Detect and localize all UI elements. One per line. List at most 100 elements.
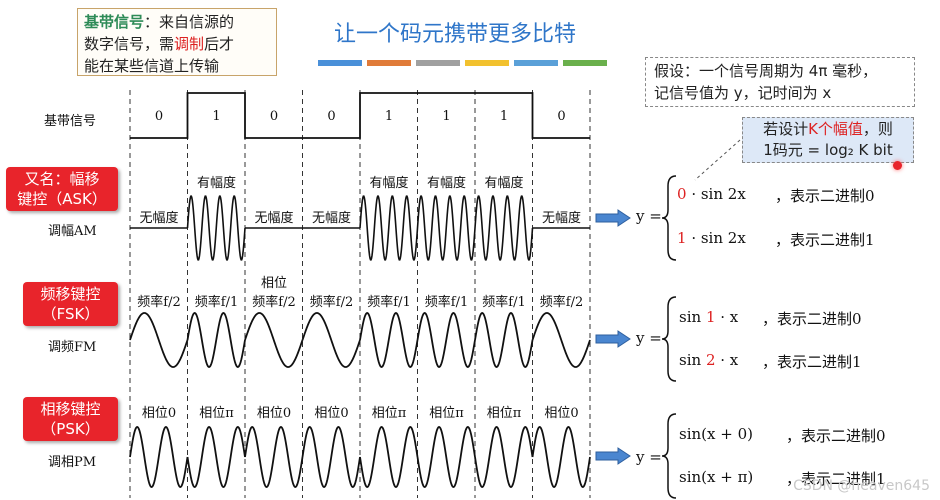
psk-formula-top-note: ，表示二进制0 [786, 427, 886, 445]
fsk-wave [359, 312, 419, 368]
fsk-y-eq: y = [636, 329, 662, 347]
fsk-caption: 频率f/2 [539, 295, 584, 310]
term-baseband: 基带信号 [84, 13, 145, 31]
fsk-wave [531, 312, 591, 368]
note-post: ，则 [862, 120, 893, 138]
note-pre: 若设计 [763, 120, 809, 138]
fsk-top-rest: · x [715, 308, 739, 326]
psk-caption: 相位π [486, 406, 522, 421]
right-arrow-icon [595, 209, 631, 227]
fsk-top-pre: sin [679, 308, 706, 326]
psk-caption: 相位0 [314, 406, 349, 421]
psk-formula-bot: sin(x + π) [679, 468, 754, 486]
page-title: 让一个码元携带更多比特 [333, 22, 576, 47]
psk-caption: 相位0 [544, 406, 579, 421]
psk-wave [359, 426, 419, 488]
ask-caption: 无幅度 [541, 211, 581, 226]
fsk-caption: 频率f/1 [424, 295, 469, 310]
definition-line2-red: 调制 [174, 35, 205, 53]
ask-formula-bot-note: ，表示二进制1 [775, 231, 875, 249]
bit-value: 0 [557, 109, 566, 124]
ask-y-eq: y = [636, 207, 662, 225]
title-bar-segment [514, 60, 558, 66]
fsk-caption: 频率f/1 [482, 295, 526, 310]
psk-formula-top: sin(x + 0) [679, 425, 753, 443]
ask-formula-bot: 1 · sin 2x [677, 229, 746, 247]
psk-caption: 相位π [371, 406, 407, 421]
fsk-wave [186, 312, 246, 368]
baseband-label: 基带信号 [44, 114, 97, 129]
psk-wave [474, 426, 534, 488]
fsk-bot-pre: sin [679, 351, 706, 369]
definition-box: 基带信号：来自信源的 数字信号，需调制后才 能在某些信道上传输 [77, 8, 277, 76]
title-bar-segment [465, 60, 509, 66]
assumption-line1: 假设：一个信号周期为 4π 毫秒， [654, 62, 878, 80]
fsk-wave [301, 312, 361, 368]
definition-line1: ：来自信源的 [144, 13, 235, 31]
fsk-badge-line1: 频移键控 [40, 285, 101, 303]
title-bar-segment [563, 60, 607, 66]
left-brace-icon [661, 175, 677, 261]
psk-formula-bot-note: ，表示二进制1 [786, 470, 886, 488]
psk-wave [129, 426, 189, 488]
bit-value: 0 [154, 109, 164, 124]
pm-label: 调相PM [48, 455, 97, 470]
psk-wave [244, 426, 304, 488]
bit-value: 0 [269, 109, 279, 124]
psk-y-eq: y = [636, 448, 662, 466]
ask-caption: 有幅度 [196, 176, 236, 191]
ask-caption: 无幅度 [139, 211, 179, 226]
fsk-wave [244, 312, 304, 368]
ask-badge-line1: 又名：幅移 [24, 170, 100, 188]
fsk-formula-bot-note: ，表示二进制1 [762, 353, 862, 371]
ask-badge-line2: 键控（ASK） [17, 190, 107, 208]
psk-badge: 相移键控 （PSK） [23, 397, 118, 441]
psk-wave [301, 426, 361, 488]
definition-line2a: 数字信号，需 [84, 35, 175, 53]
ask-caption: 有幅度 [426, 176, 466, 191]
baseband-square-wave [130, 92, 590, 139]
bit-value: 1 [384, 109, 394, 124]
bit-value: 1 [442, 109, 451, 124]
psk-badge-line2: （PSK） [41, 420, 100, 438]
ask-bot-rest: · sin 2x [686, 229, 746, 247]
fsk-caption: 频率f/2 [137, 295, 181, 310]
ask-carrier-wave [359, 195, 419, 261]
watermark: CSDN @heaven645 [793, 478, 930, 494]
bit-value: 1 [212, 109, 221, 124]
fsk-wave [129, 312, 189, 368]
fsk-badge-line2: （FSK） [41, 305, 100, 323]
fsk-caption: 频率f/1 [367, 295, 411, 310]
title-bar-segment [318, 60, 362, 66]
fsk-phase-caption: 相位 [260, 276, 287, 291]
right-arrow-icon [595, 447, 631, 465]
assumption-line2: 记信号值为 y，记时间为 x [654, 84, 832, 102]
left-brace-icon [661, 413, 677, 499]
ask-badge: 又名：幅移 键控（ASK） [6, 167, 118, 211]
ask-carrier-wave [474, 195, 534, 261]
pointer-dot-icon [893, 161, 902, 170]
title-color-bar [318, 60, 608, 66]
definition-line3: 能在某些信道上传输 [84, 57, 220, 75]
am-label: 调幅AM [48, 224, 97, 239]
ask-caption: 有幅度 [369, 176, 409, 191]
title-bar-segment [367, 60, 411, 66]
fsk-wave [474, 312, 534, 368]
psk-caption: 相位0 [256, 406, 292, 421]
psk-caption: 相位π [199, 406, 234, 421]
fsk-badge: 频移键控 （FSK） [23, 282, 118, 326]
bit-value: 1 [499, 109, 509, 124]
ask-bot-red: 1 [677, 229, 687, 247]
psk-wave [531, 426, 591, 488]
psk-wave [416, 426, 476, 488]
psk-badge-line1: 相移键控 [40, 400, 101, 418]
assumption-box: 假设：一个信号周期为 4π 毫秒， 记信号值为 y，记时间为 x [645, 57, 915, 107]
note-red: K个幅值 [808, 120, 863, 138]
right-arrow-icon [595, 330, 631, 348]
ask-carrier-wave [416, 195, 476, 261]
ask-carrier-wave [186, 195, 246, 261]
pointer-dashed-line [694, 139, 741, 181]
title-bar-segment [416, 60, 460, 66]
fsk-formula-top: sin 1 · x [679, 308, 738, 326]
fsk-bot-red: 2 [705, 351, 716, 369]
